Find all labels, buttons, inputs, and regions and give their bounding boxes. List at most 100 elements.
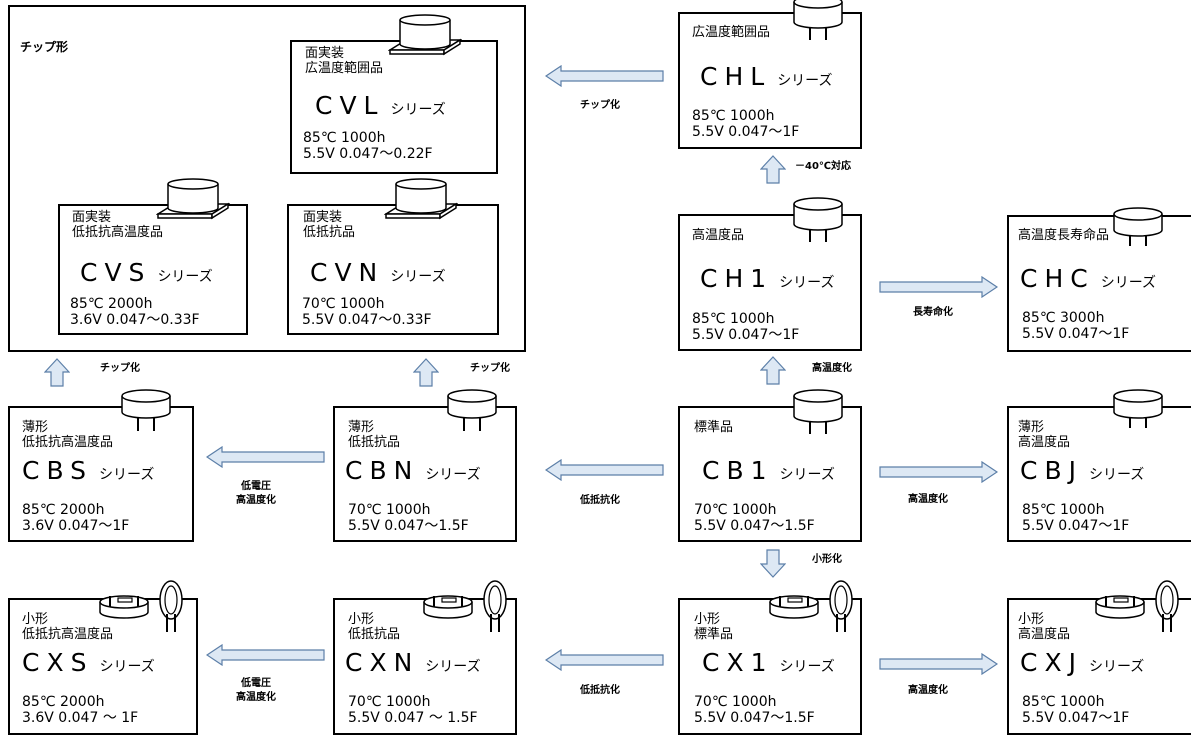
left-arrow-icon [545, 65, 664, 87]
radial-capacitor-icon [793, 0, 843, 40]
cvl-category-line2: 広温度範囲品 [305, 61, 384, 76]
cvl-spec-rating: 85℃ 1000h [303, 130, 386, 146]
small-capacitor-icon [1095, 580, 1179, 632]
ch1-spec-range: 5.5V 0.047～1F [692, 327, 800, 343]
box-ch1 [678, 214, 862, 351]
cb1-spec-range: 5.5V 0.047～1.5F [694, 518, 815, 534]
box-cvs [58, 204, 248, 335]
cvs-category-line1: 面実装 [72, 210, 112, 225]
ch1-spec-rating: 85℃ 1000h [692, 311, 775, 327]
cvs-spec-rating: 85℃ 2000h [70, 296, 153, 312]
box-cbj [1007, 406, 1191, 542]
cbn-spec-range: 5.5V 0.047～1.5F [348, 518, 469, 534]
cbj-spec-rating: 85℃ 1000h [1022, 502, 1105, 518]
arrow-label-cbn-to-cbs: 低電圧高温度化 [236, 481, 276, 506]
cvl-category-line1: 面実装 [305, 46, 345, 61]
up-arrow-icon [413, 358, 439, 387]
left-arrow-icon [545, 459, 664, 481]
smd-capacitor-icon [388, 14, 462, 56]
cx1-spec-rating: 70℃ 1000h [694, 694, 777, 710]
cvn-category-line1: 面実装 [303, 210, 343, 225]
right-arrow-icon [879, 276, 998, 298]
up-arrow-icon [760, 356, 786, 385]
right-arrow-icon [879, 461, 998, 483]
cxj-category-line2: 高温度品 [1018, 627, 1071, 642]
arrow-label-chl-to-cvl: チップ化 [580, 100, 620, 111]
chl-spec-range: 5.5V 0.047～1F [692, 124, 800, 140]
cvs-category-line2: 低抵抗高温度品 [72, 225, 164, 240]
cvs-spec-range: 3.6V 0.047～0.33F [70, 312, 200, 328]
cbn-spec-rating: 70℃ 1000h [348, 502, 431, 518]
cb1-spec-rating: 70℃ 1000h [694, 502, 777, 518]
box-chc [1007, 215, 1191, 352]
box-cvl [290, 40, 498, 174]
cx1-category-line1: 小形 [694, 612, 721, 627]
radial-capacitor-icon [121, 389, 171, 431]
cxs-spec-rating: 85℃ 2000h [22, 694, 105, 710]
cbj-category-line1: 薄形 [1018, 420, 1045, 435]
smd-capacitor-icon [384, 178, 458, 220]
arrow-label-cb1-to-cx1: 小形化 [812, 554, 842, 565]
radial-capacitor-icon [1113, 207, 1163, 246]
arrow-label-cx1-to-cxj: 高温度化 [908, 685, 948, 696]
cxn-category-line2: 低抵抗品 [348, 627, 401, 642]
chip-type-group [8, 5, 526, 352]
arrow-label-cb1-to-cbj: 高温度化 [908, 494, 948, 505]
arrow-label-cb1-to-cbn: 低抵抗化 [580, 495, 620, 506]
box-cb1 [678, 406, 862, 542]
cvl-spec-range: 5.5V 0.047～0.22F [303, 146, 433, 162]
cxs-category-line1: 小形 [22, 612, 49, 627]
chc-spec-rating: 85℃ 3000h [1022, 310, 1105, 326]
cxs-spec-range: 3.6V 0.047 ～ 1F [22, 710, 139, 726]
small-capacitor-icon [423, 580, 507, 632]
chl-category-line1: 広温度範囲品 [692, 25, 771, 40]
chl-spec-rating: 85℃ 1000h [692, 108, 775, 124]
cbs-spec-range: 3.6V 0.047～1F [22, 518, 130, 534]
radial-capacitor-icon [447, 389, 497, 431]
arrow-label-cb1-to-ch1: 高温度化 [812, 363, 852, 374]
arrow-label-cbn-to-cvn: チップ化 [470, 363, 510, 374]
cx1-spec-range: 5.5V 0.047～1.5F [694, 710, 815, 726]
right-arrow-icon [879, 653, 998, 675]
cx1-category-line2: 標準品 [694, 627, 734, 642]
cxn-category-line1: 小形 [348, 612, 375, 627]
box-cx1 [678, 598, 862, 735]
radial-capacitor-icon [793, 197, 843, 242]
box-cvn [287, 204, 499, 335]
chc-spec-range: 5.5V 0.047～1F [1022, 326, 1130, 342]
radial-capacitor-icon [1113, 389, 1163, 428]
left-arrow-icon [206, 446, 325, 468]
cxs-category-line2: 低抵抗高温度品 [22, 627, 114, 642]
cb1-category-line1: 標準品 [694, 420, 734, 435]
down-arrow-icon [760, 549, 786, 578]
arrow-label-cx1-to-cxn: 低抵抗化 [580, 685, 620, 696]
box-chl [678, 12, 862, 149]
cbs-category-line2: 低抵抗高温度品 [22, 435, 114, 450]
chip-type-group-title: チップ形 [20, 40, 69, 54]
cxn-spec-rating: 70℃ 1000h [348, 694, 431, 710]
chc-category-line1: 高温度長寿命品 [1018, 228, 1110, 243]
box-cxn [333, 598, 517, 735]
arrow-label-cxn-to-cxs: 低電圧高温度化 [236, 678, 276, 703]
small-capacitor-icon [99, 580, 183, 632]
box-cbs [8, 406, 194, 542]
arrow-label-ch1-to-chl: －40℃対応 [795, 161, 852, 172]
arrow-label-ch1-to-chc: 長寿命化 [913, 307, 953, 318]
cvn-spec-rating: 70℃ 1000h [302, 296, 385, 312]
cvn-spec-range: 5.5V 0.047～0.33F [302, 312, 432, 328]
left-arrow-icon [206, 644, 325, 666]
